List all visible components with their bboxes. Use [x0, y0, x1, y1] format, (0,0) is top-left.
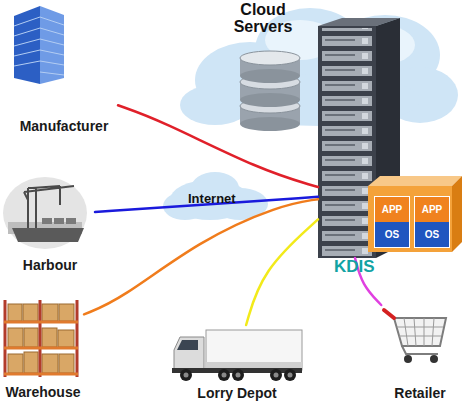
app-label: APP: [375, 197, 409, 222]
vm-box: APPOS: [414, 196, 450, 248]
site-label: Lorry Depot: [170, 385, 304, 401]
shopping-cart: [384, 310, 446, 363]
server-rack: [318, 28, 376, 256]
server-rack: [318, 26, 376, 258]
harbour-picture: [42, 218, 52, 224]
lorry-truck: [274, 373, 279, 378]
warehouse-racks: [58, 330, 74, 347]
os-label: OS: [415, 222, 449, 247]
network-label: Internet: [188, 191, 236, 206]
factory-building: [14, 17, 64, 75]
lorry-truck: [177, 340, 198, 350]
lorry-truck: [284, 369, 296, 381]
harbour-picture: [3, 177, 87, 249]
warehouse-racks: [8, 354, 23, 373]
system-name: KDIS: [334, 257, 375, 277]
connector-line: [246, 219, 318, 325]
shopping-cart: [430, 355, 438, 363]
site-node: Harbour: [5, 175, 95, 275]
factory-building: [14, 6, 64, 84]
internet-cloud: [163, 172, 268, 220]
node-title: Cloud Servers: [222, 1, 304, 35]
harbour-picture: [12, 228, 84, 242]
site-node: Retailer: [380, 305, 460, 403]
warehouse-racks: [8, 304, 22, 321]
site-node: Manufacturer: [10, 3, 118, 136]
lorry-truck: [206, 330, 302, 370]
shopping-cart: [402, 346, 438, 354]
lorry-truck: [222, 373, 227, 378]
vm-housing: [368, 186, 452, 252]
harbour-picture: [54, 218, 64, 224]
warehouse-racks: [23, 304, 38, 321]
lorry-truck: [288, 373, 293, 378]
database-disc: [240, 117, 300, 131]
database-stack: [240, 51, 300, 131]
site-node: Lorry Depot: [170, 325, 304, 403]
database-disc: [240, 51, 300, 83]
lorry-truck: [218, 369, 230, 381]
warehouse-racks: [59, 354, 74, 373]
os-label: OS: [375, 222, 409, 247]
lorry-truck: [180, 369, 296, 381]
harbour-picture: [3, 177, 87, 249]
warehouse-racks: [42, 354, 58, 373]
cloud-shape: [180, 85, 250, 125]
warehouse-racks: [42, 328, 57, 347]
connector-line: [95, 197, 318, 212]
warehouse-racks: [4, 322, 78, 374]
lorry-truck: [232, 369, 244, 381]
vm-housing: [368, 176, 462, 252]
warehouse-racks: [24, 328, 38, 347]
warehouse-racks: [42, 304, 58, 321]
warehouse-racks: [4, 300, 78, 377]
lorry-truck: [172, 330, 302, 381]
connector-line: [84, 199, 318, 314]
harbour-picture: [66, 218, 76, 224]
warehouse-racks: [59, 304, 74, 321]
lorry-truck: [184, 373, 293, 378]
warehouse-racks: [24, 352, 38, 373]
database-disc: [240, 51, 300, 65]
lorry-truck: [236, 373, 241, 378]
vm-box: APPOS: [374, 196, 410, 248]
vm-housing: [368, 176, 462, 186]
database-disc: [240, 69, 300, 83]
vm-housing: [452, 176, 462, 252]
shopping-cart: [397, 318, 443, 346]
lorry-truck: [180, 369, 192, 381]
warehouse-racks: [5, 300, 77, 377]
database-disc: [240, 93, 300, 107]
site-label: Warehouse: [2, 384, 84, 400]
site-label: Retailer: [380, 385, 460, 401]
app-label: APP: [415, 197, 449, 222]
site-label: Harbour: [5, 257, 95, 273]
shopping-cart: [404, 355, 412, 363]
lorry-truck: [184, 373, 189, 378]
connector-line: [118, 105, 318, 187]
shopping-cart: [384, 310, 394, 318]
connector-line: [355, 258, 381, 305]
site-label: Manufacturer: [10, 118, 118, 134]
harbour-picture: [24, 186, 74, 232]
lorry-truck: [270, 369, 282, 381]
site-node: Warehouse: [2, 298, 84, 402]
lorry-truck: [174, 337, 204, 372]
warehouse-racks: [8, 328, 23, 347]
lorry-truck: [206, 362, 302, 368]
shopping-cart: [394, 318, 446, 346]
